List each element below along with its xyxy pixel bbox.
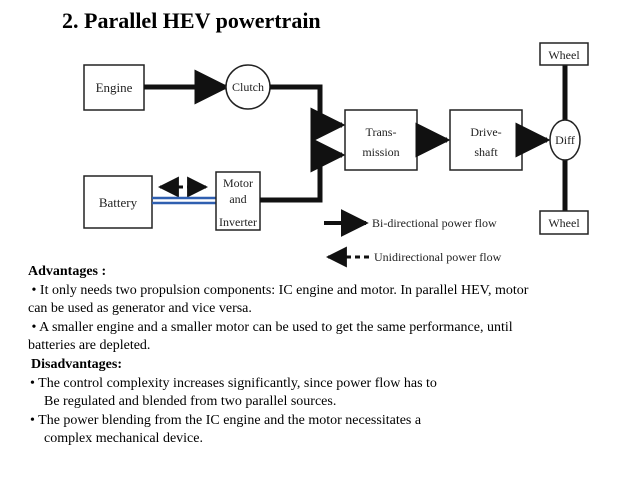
motor-label-line2: and: [229, 192, 246, 206]
top-wheel-box: [539, 42, 589, 66]
transmission-label-line1: Trans-: [366, 125, 397, 139]
disadvantage-1-line-1: • The control complexity increases signi…: [30, 375, 437, 391]
legend-unidirectional-label: Unidirectional power flow: [374, 250, 502, 264]
battery-box: [83, 175, 153, 229]
motor-label-line1: Motor: [223, 176, 253, 190]
advantages-heading: Advantages :: [28, 264, 107, 279]
advantage-1-line-1: • It only needs two propulsion component…: [28, 282, 529, 298]
top-wheel-label: Wheel: [548, 48, 580, 62]
battery-label: Battery: [99, 195, 138, 210]
engine-box: [83, 64, 145, 111]
powertrain-diagram: Engine Clutch Battery Motor and Inverter…: [83, 42, 589, 268]
driveshaft-label-line1: Drive-: [470, 125, 501, 139]
disadvantage-2-line-1: • The power blending from the IC engine …: [30, 412, 422, 428]
engine-label: Engine: [96, 80, 133, 95]
transmission-label-line2: mission: [362, 145, 399, 159]
disadvantages-heading: Disadvantages:: [31, 356, 123, 372]
disadvantage-1-line-2: Be regulated and blended from two parall…: [44, 394, 337, 410]
differential-node: [549, 119, 581, 161]
differential-label: Diff: [555, 133, 575, 147]
legend-bidirectional-label: Bi-directional power flow: [372, 216, 497, 230]
clutch-label: Clutch: [232, 80, 264, 94]
clutch-to-transmission-flow: [270, 84, 346, 143]
advantage-1-line-2: can be used as generator and vice versa.: [28, 301, 252, 317]
driveshaft-box: [449, 109, 523, 171]
motor-to-transmission-flow: [260, 137, 346, 203]
advantage-2-line-1: • A smaller engine and a smaller motor c…: [28, 319, 513, 335]
motor-label-line3: Inverter: [219, 215, 257, 229]
bottom-wheel-label: Wheel: [548, 216, 580, 230]
transmission-box: [344, 109, 418, 171]
disadvantage-2-line-2: complex mechanical device.: [44, 431, 203, 447]
bottom-wheel-box: [539, 210, 589, 235]
driveshaft-label-line2: shaft: [474, 145, 498, 159]
advantage-2-line-2: batteries are depleted.: [28, 338, 151, 354]
slide-title: 2. Parallel HEV powertrain: [62, 8, 321, 33]
notes-block: Advantages : • It only needs two propuls…: [28, 263, 628, 449]
